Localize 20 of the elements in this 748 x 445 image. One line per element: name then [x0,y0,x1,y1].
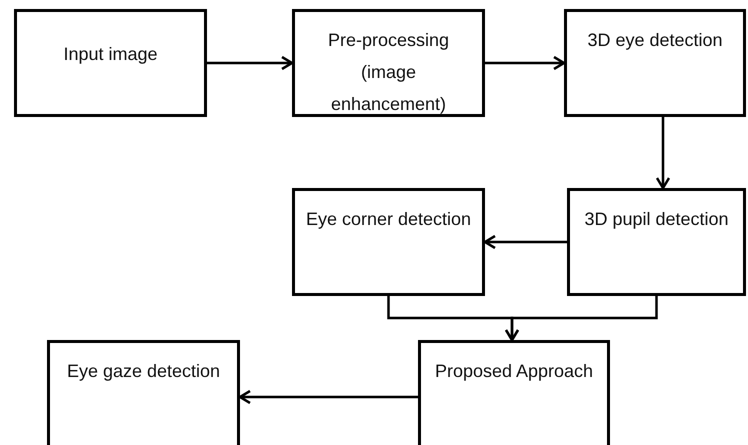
process-box [418,340,610,445]
process-box [292,9,485,117]
process-box [14,9,207,117]
box-label: 3D eye detection [587,29,723,52]
box-label: Proposed Approach [434,360,594,383]
arrow [484,234,567,250]
box-label: Eye gaze detection [66,360,220,383]
process-box [567,188,746,296]
process-box [47,340,240,445]
arrow [207,56,294,70]
box-label: Input image [63,43,158,66]
arrow [485,56,566,70]
box-label: 3D pupil detection [584,208,729,231]
box-label: Pre-processing (image enhancement) [326,29,450,116]
process-box [564,9,746,117]
process-box [292,188,485,296]
arrow [656,117,670,190]
arrow [504,296,658,342]
arrow [238,390,418,404]
box-label: Eye corner detection [306,208,472,231]
